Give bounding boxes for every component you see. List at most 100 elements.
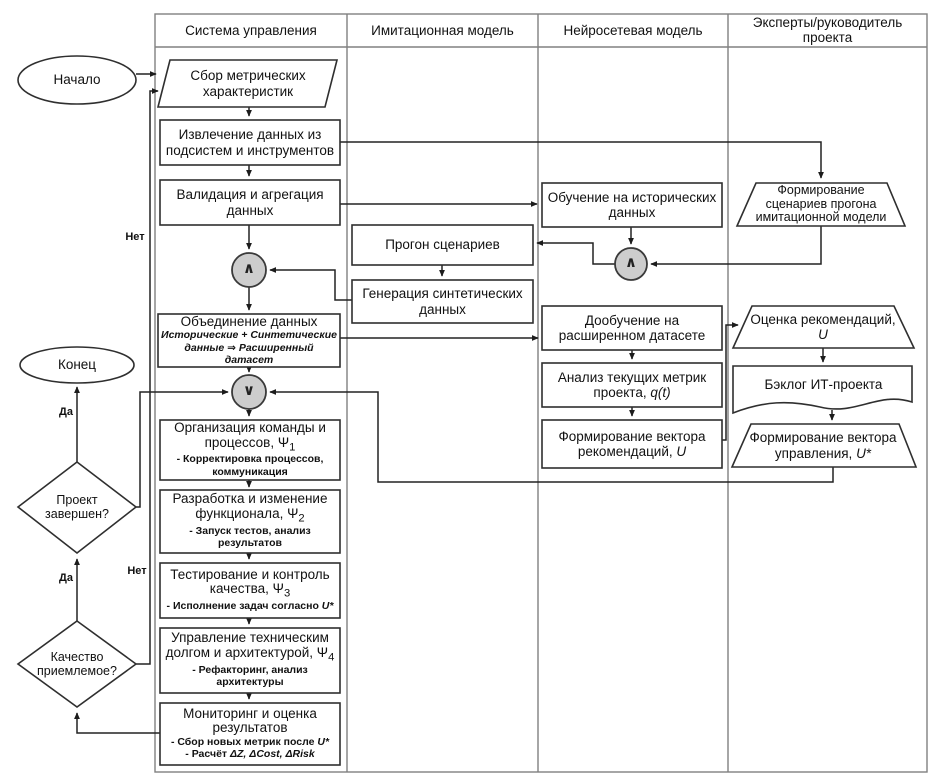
lane-header-neural: Нейросетевая модель — [540, 16, 726, 46]
form-control-node: Формирование вектора управления, U* — [748, 426, 898, 465]
retrain-node: Дообучение на расширенном датасете — [544, 308, 720, 348]
psi3-title-text: Тестирование и контроль качества, Ψ — [170, 566, 330, 597]
generate-synthetic-shape — [351, 279, 534, 324]
validate-label: Валидация и агрегация данных — [176, 187, 324, 218]
run-scenarios-label: Прогон сценариев — [385, 237, 500, 253]
psi3-note-text: - Исполнение задач согласно — [166, 600, 322, 613]
start-terminal: Начало — [22, 58, 132, 102]
analyze-metrics-shape — [541, 362, 723, 408]
end-terminal-shape — [19, 346, 135, 384]
analyze-text: Анализ текущих метрик проекта, — [557, 369, 707, 400]
edge-form-scenarios-to-and2 — [650, 226, 822, 267]
validate-node: Валидация и агрегация данных — [162, 182, 338, 223]
edge-project-no-to-or — [136, 389, 229, 508]
form-rec-text: Формирование вектора рекомендаций, — [558, 428, 706, 459]
validate-shape — [159, 179, 341, 226]
and-junction-data-shape — [231, 252, 267, 288]
no-top-label: Нет — [125, 231, 145, 243]
form-recommendations-shape — [541, 419, 723, 469]
psi1-title: Организация команды и процессов, Ψ1 — [162, 419, 338, 454]
yes-bottom-label: Да — [59, 572, 73, 584]
psi3-node: Тестирование и контроль качества, Ψ3 - И… — [162, 564, 338, 616]
form-control-math: U* — [856, 445, 872, 461]
edge-form-rec-to-evaluate — [722, 322, 739, 441]
psi2-subscript: 2 — [298, 512, 305, 525]
merge-data-node: Объединение данных Исторические + Синтет… — [160, 313, 338, 366]
psi2-title-text: Разработка и изменение функционала, Ψ — [172, 491, 328, 521]
and-junction-model-shape — [614, 247, 648, 281]
psi1-node: Организация команды и процессов, Ψ1 - Ко… — [162, 419, 338, 478]
swimlane-frame — [154, 13, 928, 773]
edge-monitor-to-quality — [74, 712, 160, 734]
analyze-metrics-label: Анализ текущих метрик проекта, q(t) — [544, 370, 720, 400]
connectors — [74, 71, 835, 734]
psi1-subscript: 1 — [289, 441, 296, 454]
form-recommendations-node: Формирование вектора рекомендаций, U — [544, 422, 720, 466]
psi4-note: - Рефакторинг, анализ архитектуры — [192, 663, 308, 689]
monitor-note-2-text: - Расчёт — [185, 748, 230, 761]
form-control-shape — [730, 423, 918, 468]
psi1-shape — [159, 419, 341, 481]
monitor-node: Мониторинг и оценка результатов - Сбор н… — [162, 704, 338, 763]
monitor-shape — [159, 702, 341, 766]
run-scenarios-shape — [351, 224, 534, 266]
train-historical-label: Обучение на исторических данных — [547, 189, 717, 220]
backlog-node: Бэклог ИТ-проекта — [737, 370, 910, 400]
no-bottom-label: Нет — [127, 565, 147, 577]
start-label: Начало — [53, 72, 101, 88]
form-scenarios-shape — [735, 182, 907, 227]
evaluate-recommendations-shape — [731, 305, 916, 349]
decision-project-shape — [16, 460, 138, 555]
backlog-label: Бэклог ИТ-проекта — [764, 377, 883, 393]
and-glyph: ∧ — [242, 259, 256, 277]
retrain-shape — [541, 305, 723, 351]
lane-header-experts-label: Эксперты/руководитель проекта — [752, 14, 903, 45]
monitor-note-1-math: U* — [317, 735, 330, 748]
extract-data-shape — [159, 119, 341, 166]
psi4-node: Управление техническим долгом и архитект… — [162, 629, 338, 691]
psi1-title-text: Организация команды и процессов, Ψ — [174, 419, 326, 450]
merge-data-title: Объединение данных — [180, 313, 318, 329]
lane-header-management-label: Система управления — [185, 22, 317, 38]
monitor-note-1-text: - Сбор новых метрик после — [170, 735, 318, 748]
psi3-subscript: 3 — [283, 587, 291, 600]
train-historical-shape — [541, 182, 723, 228]
merge-data-sub: Исторические + Синтетические данные ⇒ Ра… — [161, 329, 337, 366]
branch-label-no-top: Нет — [120, 231, 150, 245]
psi4-title-text: Управление техническим долгом и архитект… — [165, 630, 329, 660]
lane-header-simulation: Имитационная модель — [349, 16, 536, 46]
evaluate-math: U — [818, 327, 828, 342]
psi3-note-math: U* — [321, 600, 334, 613]
collect-metrics-node: Сбор метрических характеристик — [166, 62, 330, 105]
decision-project-done: Проект завершен? — [27, 487, 127, 527]
decision-project-label: Проект завершен? — [45, 493, 109, 521]
branch-label-no-bottom: Нет — [122, 565, 152, 579]
form-recommendations-label: Формирование вектора рекомендаций, U — [544, 429, 720, 459]
or-junction-control-shape — [231, 374, 267, 410]
evaluate-text: Оценка рекомендаций, — [750, 311, 896, 327]
form-control-text: Формирование вектора управления, — [749, 430, 897, 461]
edge-and2-to-run — [536, 240, 615, 265]
end-terminal: Конец — [24, 349, 130, 381]
form-rec-math: U — [676, 444, 687, 459]
analyze-math: q(t) — [650, 385, 671, 400]
edge-extract-to-form-scenarios — [340, 141, 824, 179]
merge-data-shape — [157, 313, 341, 368]
train-historical-node: Обучение на исторических данных — [544, 185, 720, 225]
psi3-title: Тестирование и контроль качества, Ψ3 — [162, 566, 338, 600]
backlog-document-shape — [732, 365, 913, 415]
yes-top-label: Да — [59, 406, 73, 418]
monitor-title: Мониторинг и оценка результатов — [183, 705, 317, 736]
lane-header-neural-label: Нейросетевая модель — [563, 22, 703, 38]
collect-metrics-shape — [156, 59, 339, 108]
psi3-note: - Исполнение задач согласно U* — [167, 600, 334, 612]
start-terminal-shape — [17, 55, 137, 105]
edge-control-vector-to-or — [269, 389, 834, 483]
end-label: Конец — [57, 357, 97, 373]
retrain-label: Дообучение на расширенном датасете — [558, 312, 706, 343]
psi4-shape — [159, 627, 341, 694]
psi3-shape — [159, 562, 341, 619]
psi1-note: - Корректировка процессов, коммуникация — [176, 453, 324, 478]
